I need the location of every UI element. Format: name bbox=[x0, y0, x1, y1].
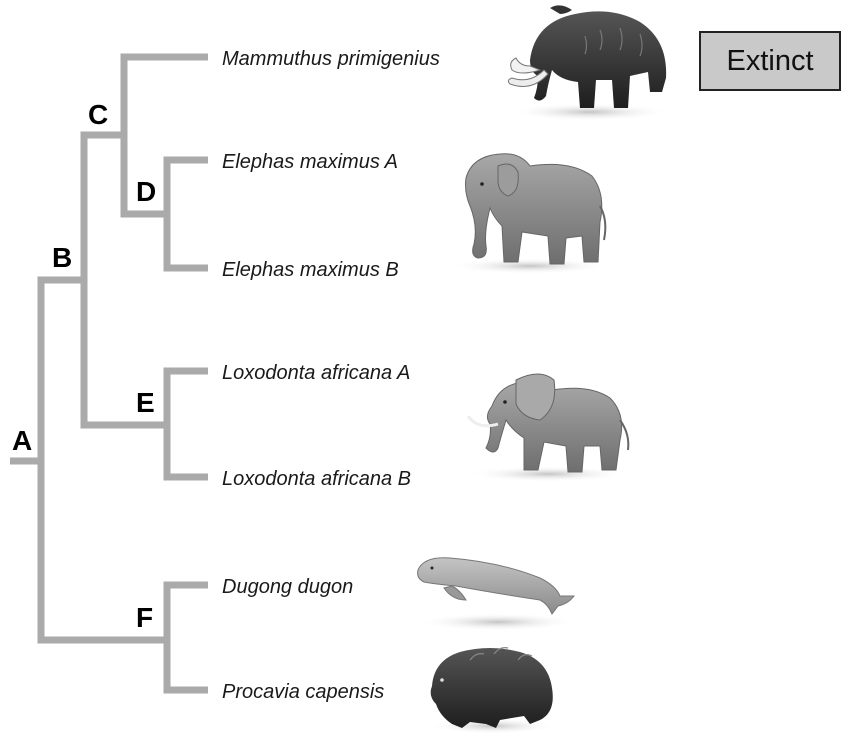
taxon-dugong-dugon: Dugong dugon bbox=[222, 576, 353, 598]
taxon-loxodonta-africana-b: Loxodonta africana B bbox=[222, 468, 411, 490]
branch-F bbox=[167, 585, 208, 690]
hyrax-illustration bbox=[428, 648, 556, 734]
dugong-illustration bbox=[418, 558, 578, 631]
branch-E bbox=[167, 371, 208, 477]
asian-elephant-illustration bbox=[450, 154, 610, 274]
node-label-e: E bbox=[136, 387, 155, 418]
node-label-b: B bbox=[52, 242, 72, 273]
node-label-d: D bbox=[136, 176, 156, 207]
node-label-f: F bbox=[136, 602, 153, 633]
african-elephant-illustration bbox=[468, 374, 628, 482]
extinct-badge: Extinct bbox=[699, 31, 841, 91]
taxon-procavia-capensis: Procavia capensis bbox=[222, 681, 384, 703]
node-label-c: C bbox=[88, 99, 108, 130]
branch-A bbox=[41, 280, 167, 640]
taxon-elephas-maximus-a: Elephas maximus A bbox=[222, 151, 398, 173]
node-label-a: A bbox=[12, 425, 32, 456]
taxon-loxodonta-africana-a: Loxodonta africana A bbox=[222, 362, 410, 384]
mammoth-illustration bbox=[508, 5, 670, 121]
branch-D bbox=[167, 160, 208, 268]
taxon-mammuthus-primigenius: Mammuthus primigenius bbox=[222, 48, 440, 70]
taxon-elephas-maximus-b: Elephas maximus B bbox=[222, 259, 399, 281]
branches bbox=[10, 57, 208, 690]
extinct-label: Extinct bbox=[726, 45, 813, 78]
